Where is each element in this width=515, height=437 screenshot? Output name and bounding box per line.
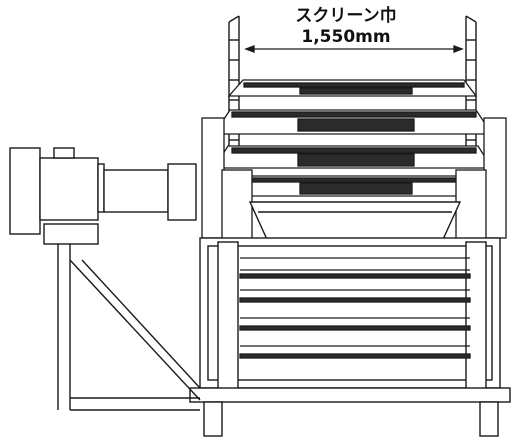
lower-chute-1 [239, 257, 471, 279]
screen-deck-1 [227, 79, 478, 97]
screen-side-plates [201, 117, 507, 241]
motor [9, 147, 105, 245]
lower-frame [199, 237, 501, 393]
motor-support-frame [57, 244, 201, 411]
dimension-value: 1,550mm [301, 27, 390, 47]
screen-deck-2 [212, 109, 494, 135]
coupling [103, 163, 197, 221]
dimension-arrow-icon [244, 45, 464, 53]
machine-base [189, 387, 511, 437]
screen-deck-4 [234, 175, 472, 197]
lower-chute-2 [239, 289, 471, 303]
screen-deck-3 [212, 145, 494, 169]
lower-chute-4 [239, 345, 471, 359]
lower-chute-3 [239, 317, 471, 331]
dimension-label: スクリーン巾 [295, 5, 396, 26]
